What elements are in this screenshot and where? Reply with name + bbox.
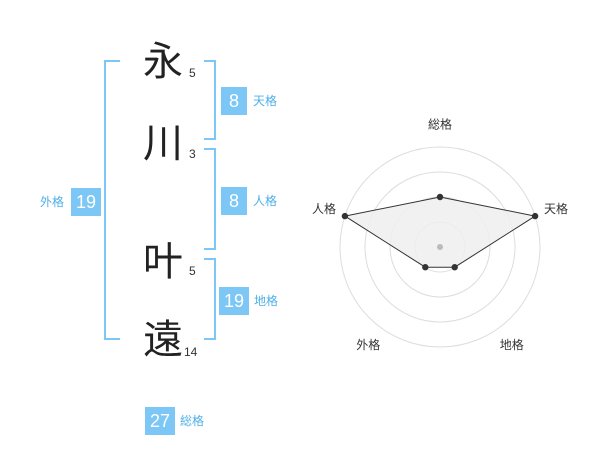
radar-axis-label: 地格 [500, 337, 524, 352]
radar-data-point [451, 264, 458, 271]
stroke-count-3: 5 [189, 264, 196, 278]
radar-axis-label: 外格 [356, 337, 380, 352]
name-char-2: 川 [143, 121, 183, 167]
name-char-3: 叶 [143, 239, 183, 285]
soukaku-label: 総格 [180, 414, 205, 428]
stroke-count-2: 3 [189, 147, 196, 161]
radar-data-point [436, 193, 444, 201]
chikaku-badge: 19 [219, 287, 249, 315]
name-char-1: 永 [143, 39, 183, 85]
jinkaku-label: 人格 [253, 194, 278, 208]
radar-axis-label: 天格 [544, 201, 568, 216]
radar-axis-label: 人格 [312, 201, 336, 216]
radar-data-point [422, 264, 429, 271]
radar-grid-ring [339, 146, 541, 348]
radar-axis-label: 総格 [428, 117, 452, 132]
radar-data-point [531, 212, 539, 220]
tenkaku-badge: 8 [221, 87, 247, 115]
chikaku-label: 地格 [254, 294, 279, 308]
tenkaku-label: 天格 [253, 94, 278, 108]
stroke-count-4: 14 [184, 345, 198, 359]
gaikaku-label: 外格 [40, 195, 65, 209]
jinkaku-badge: 8 [221, 187, 247, 215]
radar-data-point [341, 212, 349, 220]
radar-grid-ring [364, 171, 516, 323]
soukaku-badge: 27 [145, 407, 175, 435]
stroke-count-1: 5 [189, 66, 196, 80]
name-char-4: 遠 [143, 317, 183, 363]
radar-series-area [343, 196, 537, 268]
gaikaku-badge: 19 [71, 188, 101, 216]
radar-center-dot [437, 244, 443, 250]
